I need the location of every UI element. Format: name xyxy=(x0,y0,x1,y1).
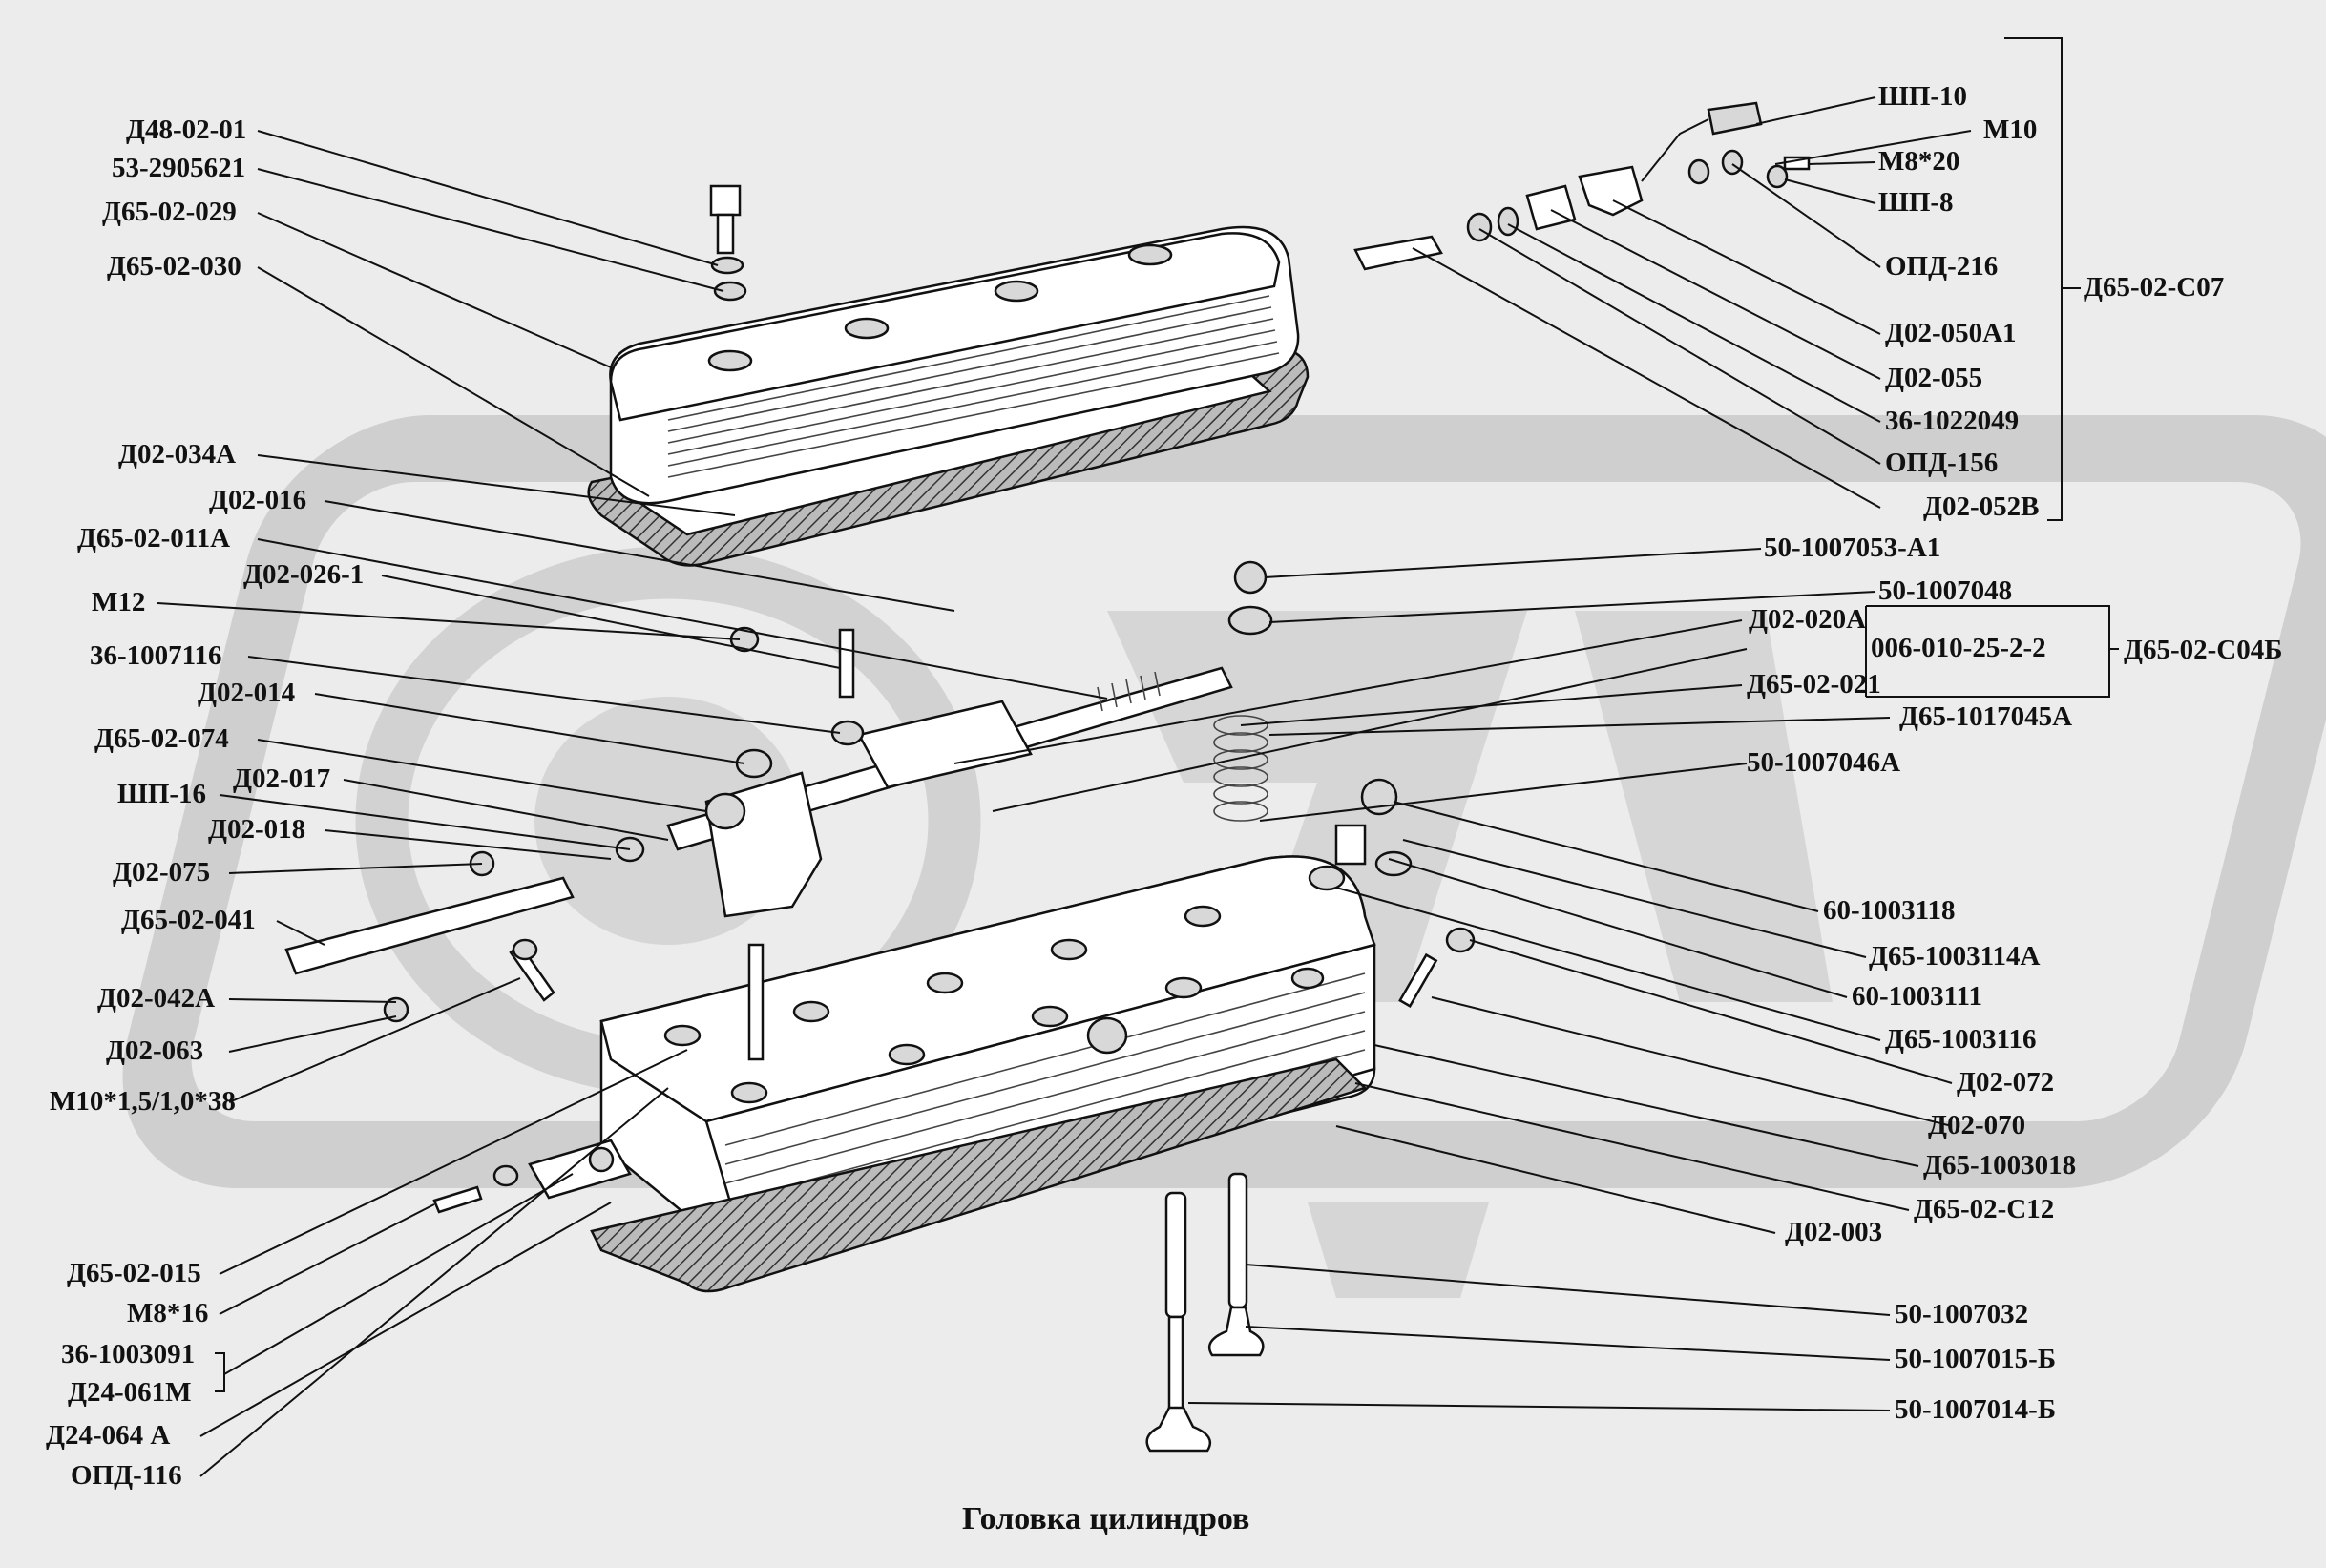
label-right-4: ОПД-216 xyxy=(1885,251,1998,282)
label-left-24: Д24-064 А xyxy=(46,1420,170,1451)
label-right-2: М8*20 xyxy=(1878,146,1959,177)
group-label-c04b: Д65-02-С04Б xyxy=(2124,635,2282,665)
label-right-5: Д02-050А1 xyxy=(1885,318,2017,348)
leader-lines-left xyxy=(157,130,1108,1477)
label-left-21: М8*16 xyxy=(127,1298,208,1328)
label-right-10: 50-1007053-А1 xyxy=(1764,533,1940,563)
label-left-19: М10*1,5/1,0*38 xyxy=(50,1086,236,1117)
label-right-28: 50-1007014-Б xyxy=(1895,1394,2056,1425)
right-side-parts xyxy=(1308,778,1476,1008)
rocker-lever xyxy=(284,836,645,1023)
label-left-11: Д65-02-074 xyxy=(94,723,229,754)
label-left-2: Д65-02-029 xyxy=(102,197,237,227)
label-left-23: Д24-061М xyxy=(68,1377,191,1408)
label-right-25: Д02-003 xyxy=(1785,1217,1882,1247)
label-left-1: 53-2905621 xyxy=(112,153,245,183)
label-right-16: 50-1007046А xyxy=(1747,747,1900,778)
label-left-13: ШП-16 xyxy=(117,779,206,809)
label-left-14: Д02-018 xyxy=(208,814,305,845)
label-right-14: Д65-02-021 xyxy=(1747,669,1881,700)
label-right-8: ОПД-156 xyxy=(1885,448,1998,478)
label-right-13: 006-010-25-2-2 xyxy=(1871,633,2046,663)
label-right-11: 50-1007048 xyxy=(1878,575,2012,606)
label-left-6: Д65-02-011А xyxy=(77,523,230,554)
label-left-0: Д48-02-01 xyxy=(126,115,246,145)
label-left-25: ОПД-116 xyxy=(71,1460,182,1491)
valve-springs xyxy=(1213,715,1268,822)
label-left-5: Д02-016 xyxy=(209,485,306,515)
label-left-20: Д65-02-015 xyxy=(67,1258,201,1288)
label-left-12: Д02-017 xyxy=(233,763,330,794)
label-right-17: 60-1003118 xyxy=(1823,895,1956,926)
label-left-9: 36-1007116 xyxy=(90,640,222,671)
diagram-title: Головка цилиндров xyxy=(962,1501,1249,1537)
label-right-6: Д02-055 xyxy=(1885,363,1982,393)
label-left-18: Д02-063 xyxy=(106,1035,203,1066)
cover-bolt xyxy=(709,184,747,302)
rocker-shaft-assembly xyxy=(666,560,1273,918)
label-right-9: Д02-052В xyxy=(1923,491,2039,522)
label-left-15: Д02-075 xyxy=(113,857,210,888)
group-brackets xyxy=(215,37,2119,1392)
label-right-20: Д65-1003116 xyxy=(1885,1024,2037,1055)
label-left-8: М12 xyxy=(92,587,145,617)
label-right-12: Д02-020А xyxy=(1749,604,1866,635)
label-right-1: М10 xyxy=(1983,115,2037,145)
label-left-17: Д02-042А xyxy=(97,983,215,1014)
label-right-19: 60-1003111 xyxy=(1852,981,1982,1012)
label-left-7: Д02-026-1 xyxy=(243,559,364,590)
label-right-21: Д02-072 xyxy=(1957,1067,2054,1098)
label-right-26: 50-1007032 xyxy=(1895,1299,2028,1329)
label-left-10: Д02-014 xyxy=(198,678,295,708)
label-left-3: Д65-02-030 xyxy=(107,251,241,282)
breather-assembly xyxy=(1353,101,1811,271)
label-right-27: 50-1007015-Б xyxy=(1895,1344,2056,1374)
right-labels: ШП-10 М10 М8*20 ШП-8 ОПД-216 Д02-050А1 Д… xyxy=(1747,81,2076,1425)
valves xyxy=(1145,1172,1265,1453)
watermark-logo xyxy=(122,315,2326,1298)
label-right-24: Д65-02-С12 xyxy=(1914,1194,2054,1224)
label-left-16: Д65-02-041 xyxy=(121,905,256,935)
label-right-3: ШП-8 xyxy=(1878,187,1954,218)
left-labels: Д48-02-01 53-2905621 Д65-02-029 Д65-02-0… xyxy=(46,115,364,1491)
label-right-23: Д65-1003018 xyxy=(1923,1150,2076,1181)
leader-lines-right xyxy=(953,96,1972,1411)
label-left-4: Д02-034А xyxy=(118,439,236,470)
label-right-22: Д02-070 xyxy=(1928,1110,2025,1140)
label-right-7: 36-1022049 xyxy=(1885,406,2019,436)
label-right-15: Д65-1017045А xyxy=(1899,701,2072,732)
label-left-22: 36-1003091 xyxy=(61,1339,195,1369)
head-gasket xyxy=(590,1057,1368,1293)
group-label-c07: Д65-02-С07 xyxy=(2084,272,2224,303)
group-labels: Д65-02-С07 Д65-02-С04Б xyxy=(2084,272,2282,665)
label-right-18: Д65-1003114А xyxy=(1869,941,2041,972)
label-right-0: ШП-10 xyxy=(1878,81,1967,112)
